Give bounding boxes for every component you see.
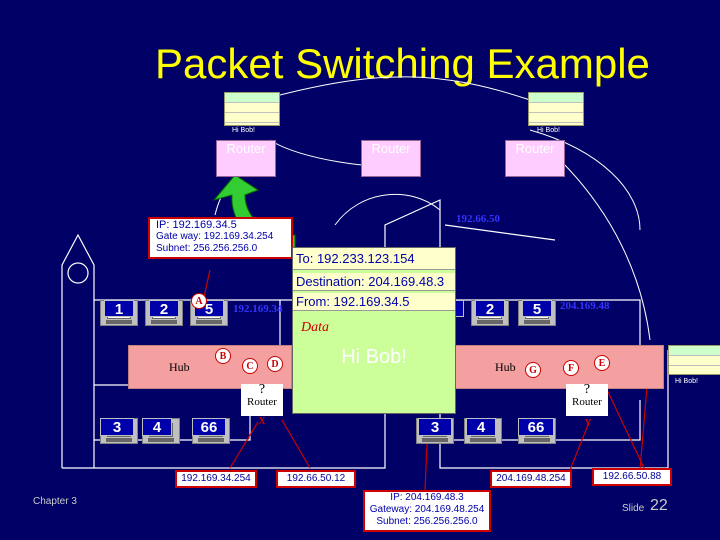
router-box-2: Router: [361, 140, 421, 177]
pc-label: 3: [418, 418, 452, 436]
packet-from: From: 192.169.34.5: [293, 293, 455, 311]
port-label-g: G: [525, 362, 541, 378]
mini-packet-text: Hi Bob!: [232, 127, 255, 134]
packet-to: To: 192.233.123.154: [293, 248, 455, 270]
host-gateway: Gateway: 204.169.48.254: [369, 504, 485, 515]
pc-label: 5: [522, 300, 552, 318]
mini-packet-far-right: [668, 345, 720, 375]
router-question: ?: [258, 382, 266, 397]
pc-label: 2: [475, 300, 505, 318]
hub-left: Hub: [128, 345, 292, 389]
router-box-3: Router: [505, 140, 565, 177]
port-label-e: E: [594, 355, 610, 371]
mini-packet-text: Hi Bob!: [675, 378, 698, 385]
page-title: Packet Switching Example: [155, 40, 650, 87]
pc-label: 1: [104, 300, 134, 318]
hub-label: Hub: [169, 360, 190, 374]
router-label: Router: [572, 396, 602, 408]
router-label: Router: [371, 141, 411, 156]
network-label-3: 204.169.48: [560, 300, 610, 312]
packet-message: Hi Bob!: [341, 346, 407, 368]
pc-label: 2: [149, 300, 179, 318]
ip-address-box: 192.169.34.254: [175, 470, 257, 488]
mini-packet-text: Hi Bob!: [537, 127, 560, 134]
ip-address-box: 192.66.50.12: [276, 470, 356, 488]
port-label-f: F: [563, 360, 579, 376]
pc-label: 3: [100, 418, 134, 436]
router-label: Router: [226, 141, 266, 156]
network-label-1: 192.169.34: [233, 303, 283, 315]
network-label-2: 192.66.50: [456, 213, 500, 225]
host-ip: IP: 192.169.34.5: [156, 219, 237, 231]
hub-right: Hub: [450, 345, 664, 389]
port-label-d: D: [267, 356, 283, 372]
host-ip: IP: 204.169.48.3: [390, 492, 464, 503]
packet-destination: Destination: 204.169.48.3: [293, 273, 455, 291]
pc-label: 66: [518, 418, 554, 436]
router-mark-y: Y: [584, 418, 592, 429]
router-question: ?: [583, 382, 591, 397]
pc-label: 4: [466, 418, 496, 436]
port-label-c: C: [242, 358, 258, 374]
router-left: ? Router: [241, 382, 283, 416]
router-label: Router: [247, 396, 277, 408]
pc-label: 66: [192, 418, 226, 436]
host-gateway: Gate way: 192.169.34.254: [156, 231, 274, 242]
host-info-left: IP: 192.169.34.5 Gate way: 192.169.34.25…: [148, 217, 293, 259]
host-subnet: Subnet: 256.256.256.0: [376, 516, 478, 527]
slide-label: Slide: [622, 503, 645, 514]
port-label-b: B: [215, 348, 231, 364]
pc-label: 4: [142, 418, 172, 436]
router-label: Router: [515, 141, 555, 156]
packet-data-label: Data: [301, 320, 329, 335]
port-label-a: A: [191, 293, 207, 309]
mini-packet-right: [528, 92, 584, 126]
ip-address-box: 192.66.50.88: [592, 468, 672, 486]
ip-address-box: 204.169.48.254: [490, 470, 572, 488]
packet-detail: To: 192.233.123.154 Destination: 204.169…: [292, 247, 456, 414]
host-subnet: Subnet: 256.256.256.0: [156, 243, 258, 254]
host-info-right: IP: 204.169.48.3 Gateway: 204.169.48.254…: [363, 490, 491, 532]
hub-label: Hub: [495, 360, 516, 374]
slide-number: 22: [650, 497, 668, 514]
chapter-label: Chapter 3: [33, 496, 77, 507]
router-mark-x: X: [258, 416, 266, 427]
router-right: ? Router: [566, 382, 608, 416]
router-box-1: Router: [216, 140, 276, 177]
mini-packet-left: [224, 92, 280, 126]
